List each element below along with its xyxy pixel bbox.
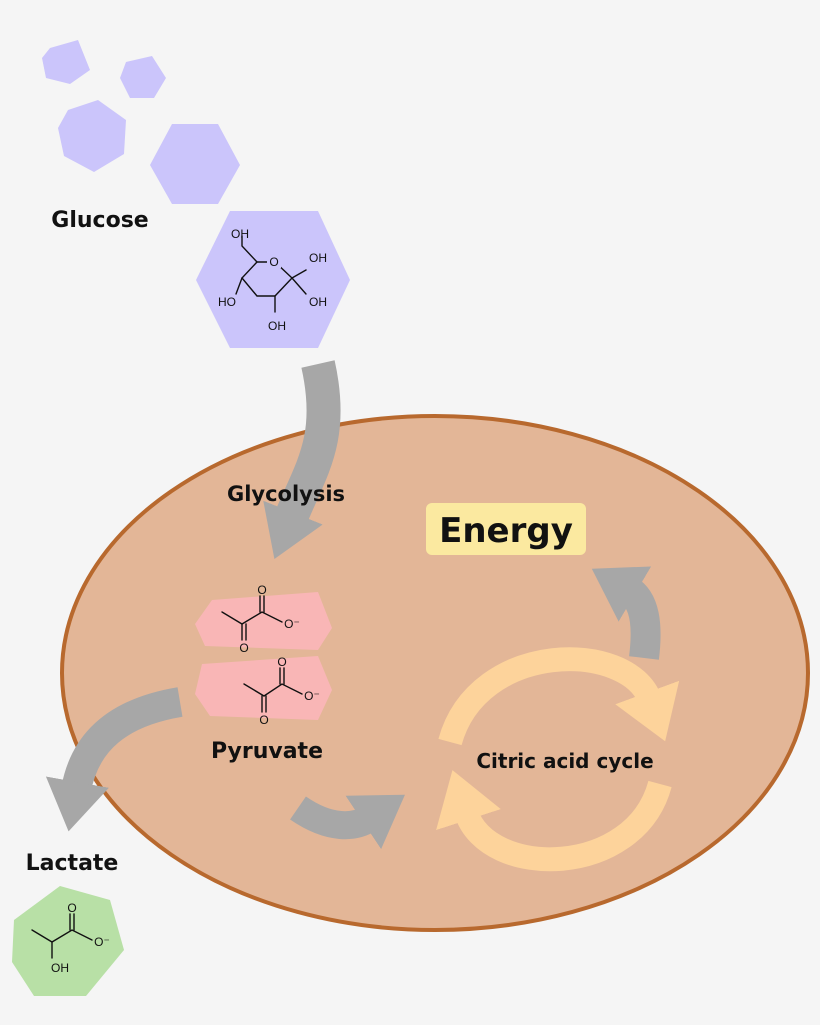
pyruvate-structure-1: O O O⁻ [221,583,300,655]
pyruvate-molecule-1-bg [195,592,332,650]
lactate-label: Lactate [26,851,119,876]
pyruvate-label: Pyruvate [211,739,323,764]
glucose-hexagon-large [150,124,240,204]
cycle-arrow-top [438,647,680,746]
lactate-structure: O O⁻ OH [31,901,110,975]
glucose-oh-right-top: OH [309,251,327,265]
glucose-hexagon-small-2 [120,56,166,98]
lactate-o-top: O [67,901,76,915]
glycolysis-label: Glycolysis [227,482,345,506]
glucose-hexagon-medium [58,100,126,172]
citric-acid-cycle-label: Citric acid cycle [476,749,653,773]
pyruvate-1-o-top: O [257,583,266,597]
pyruvate-to-cycle-arrow [290,794,405,850]
glucose-molecule-bg [196,211,350,348]
glucose-label: Glucose [51,208,148,233]
glucose-oh-bottom: OH [268,319,286,333]
lactate-oh: OH [51,961,69,975]
glucose-structure: O OH OH OH HO OH [218,227,327,333]
pyruvate-structure-2: O O O⁻ [243,655,320,727]
pyruvate-2-o-minus: O⁻ [304,689,320,703]
cell [60,414,810,932]
pyruvate-molecule-2-bg [195,656,332,720]
cycle-arrow-bottom [436,770,672,872]
glucose-oh-top: OH [231,227,249,241]
energy-arrow [591,566,661,660]
pyruvate-1-o-bottom: O [239,641,248,655]
glucose-ring-o: O [269,255,278,269]
lactate-molecule-bg [12,886,124,996]
glucose-hexagon-small-1 [42,40,90,84]
glycolysis-arrow [263,360,341,559]
glucose-ho-left: HO [218,295,236,309]
lactate-arrow [45,687,183,832]
glucose-oh-right-bottom: OH [309,295,327,309]
energy-label: Energy [439,511,573,551]
pyruvate-2-o-top: O [277,655,286,669]
pyruvate-1-o-minus: O⁻ [284,617,300,631]
pyruvate-2-o-bottom: O [259,713,268,727]
energy-box [426,503,586,555]
lactate-o-minus: O⁻ [94,935,110,949]
